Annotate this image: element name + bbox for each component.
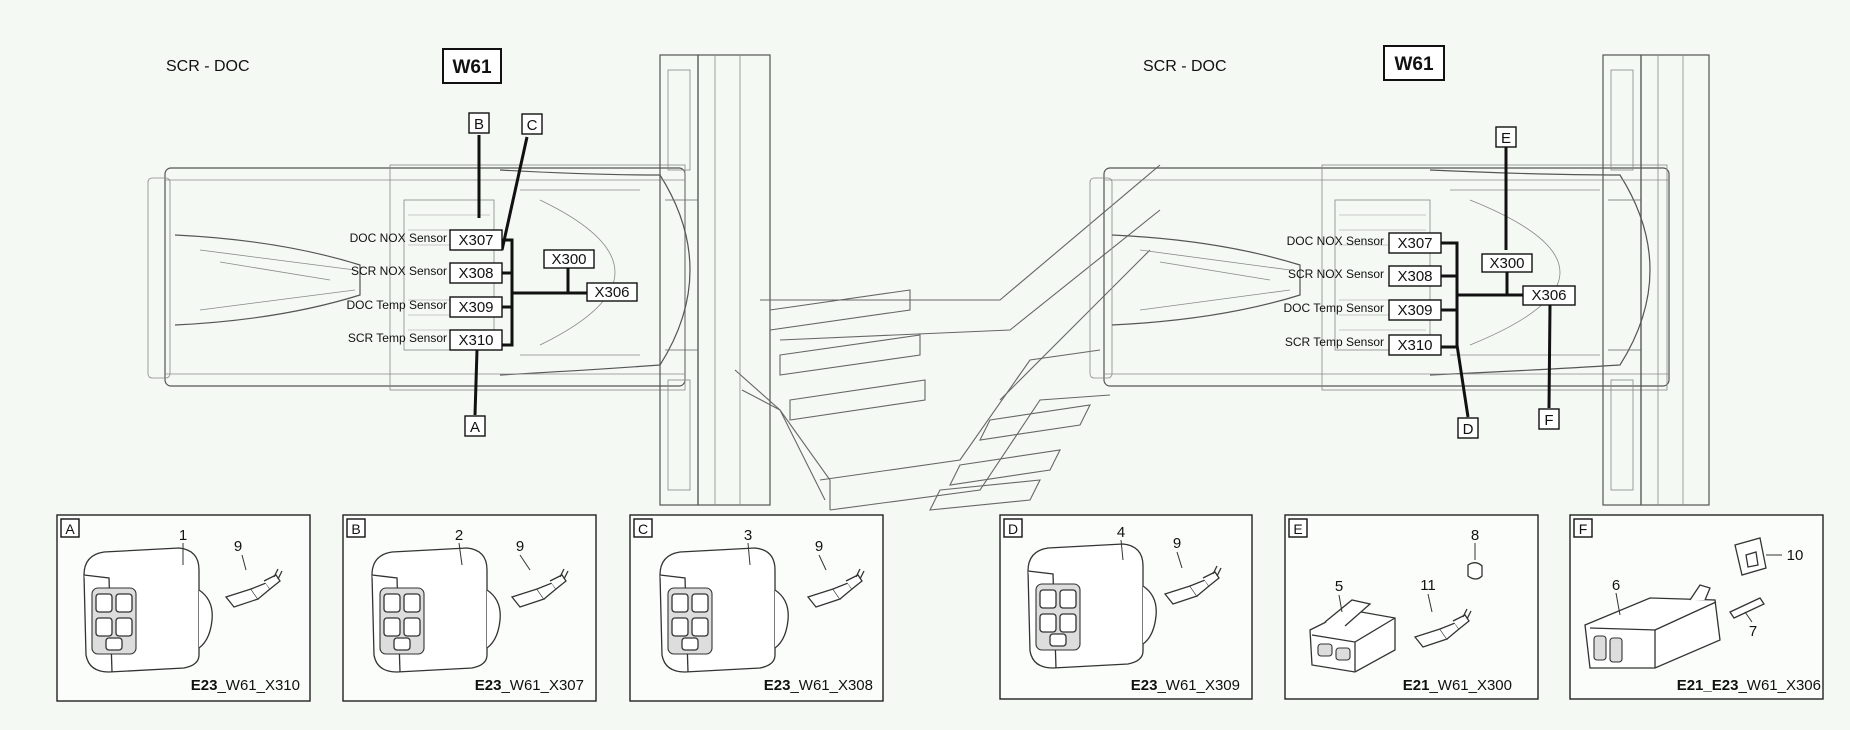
callout-e: E (1495, 126, 1517, 148)
svg-text:F: F (1544, 412, 1553, 429)
svg-text:A: A (65, 521, 75, 537)
sensor-label-scr-nox-right: SCR NOX Sensor (1288, 267, 1384, 281)
svg-text:B: B (474, 116, 484, 133)
detail-box-c: C 3 9 E23_W61_X308 (629, 514, 884, 702)
svg-text:X309: X309 (458, 299, 493, 316)
svg-text:E21_W61_X300: E21_W61_X300 (1403, 677, 1512, 694)
sensor-label-doc-nox-left: DOC NOX Sensor (350, 231, 447, 245)
svg-text:E23_W61_X310: E23_W61_X310 (191, 677, 300, 694)
svg-text:X307: X307 (1397, 235, 1432, 252)
svg-text:3: 3 (744, 527, 752, 544)
detail-box-a: A 1 9 E23_W61_X310 (56, 514, 311, 702)
svg-text:11: 11 (1420, 577, 1436, 594)
junction-x306-left: X306 (586, 282, 638, 302)
svg-text:X309: X309 (1397, 302, 1432, 319)
svg-text:4: 4 (1117, 524, 1125, 541)
svg-text:9: 9 (234, 538, 242, 555)
wiring-harness-left (473, 135, 588, 416)
detail-box-d: D 4 9 E23_W61_X309 (999, 514, 1253, 700)
svg-text:E21_E23_W61_X306: E21_E23_W61_X306 (1677, 677, 1821, 694)
svg-text:X310: X310 (1397, 337, 1432, 354)
sensor-label-doc-nox-right: DOC NOX Sensor (1287, 234, 1384, 248)
detail-box-e: E 5 8 11 E21_W61_X300 (1284, 514, 1539, 700)
svg-text:X310: X310 (458, 332, 493, 349)
panel-title-right: SCR - DOC (1143, 58, 1227, 75)
svg-text:W61: W61 (452, 57, 492, 78)
connector-x307-right: X307 (1388, 232, 1442, 254)
callout-d: D (1457, 417, 1479, 439)
svg-text:X307: X307 (458, 232, 493, 249)
svg-text:D: D (1008, 521, 1018, 537)
connector-x307-left: X307 (449, 229, 503, 251)
svg-text:X308: X308 (1397, 268, 1432, 285)
junction-x300-right: X300 (1481, 253, 1533, 273)
detail-box-f: F 6 10 7 E21_E23_W61_X306 (1569, 514, 1824, 700)
connector-x308-left: X308 (449, 262, 503, 284)
svg-text:E: E (1501, 130, 1511, 147)
sensor-label-scr-nox-left: SCR NOX Sensor (351, 264, 447, 278)
svg-text:W61: W61 (1394, 54, 1434, 75)
svg-text:A: A (470, 419, 480, 436)
junction-x300-left: X300 (543, 249, 595, 269)
svg-text:2: 2 (455, 527, 463, 544)
connector-x310-left: X310 (449, 329, 503, 351)
svg-text:9: 9 (815, 538, 823, 555)
svg-text:F: F (1579, 521, 1588, 537)
callout-b: B (468, 112, 490, 134)
chassis-drawing-right (1089, 54, 1710, 506)
svg-text:8: 8 (1471, 527, 1479, 544)
svg-text:1: 1 (179, 527, 187, 544)
svg-text:X300: X300 (551, 251, 586, 268)
svg-text:9: 9 (516, 538, 524, 555)
svg-text:E23_W61_X308: E23_W61_X308 (764, 677, 873, 694)
svg-text:D: D (1463, 421, 1474, 438)
chassis-drawing-left (147, 54, 771, 506)
svg-text:C: C (527, 117, 538, 134)
connector-x310-right: X310 (1388, 334, 1442, 356)
svg-text:B: B (351, 521, 360, 537)
svg-text:7: 7 (1749, 623, 1757, 640)
svg-text:E: E (1293, 521, 1302, 537)
callout-c: C (521, 113, 543, 135)
svg-text:C: C (638, 521, 648, 537)
svg-text:6: 6 (1612, 577, 1620, 594)
svg-text:X308: X308 (458, 265, 493, 282)
wiring-harness-right (1441, 147, 1552, 418)
svg-text:E23_W61_X307: E23_W61_X307 (475, 677, 584, 694)
panel-title-left: SCR - DOC (166, 58, 250, 75)
sensor-label-scr-temp-right: SCR Temp Sensor (1285, 335, 1384, 349)
svg-text:10: 10 (1787, 547, 1804, 564)
detail-box-b: B 2 9 E23_W61_X307 (342, 514, 597, 702)
callout-f: F (1538, 408, 1560, 430)
connector-x309-right: X309 (1388, 299, 1442, 321)
junction-x306-right: X306 (1522, 285, 1576, 306)
svg-text:X300: X300 (1489, 255, 1524, 272)
harness-label-right: W61 (1383, 45, 1445, 81)
sensor-label-doc-temp-left: DOC Temp Sensor (347, 298, 447, 312)
svg-text:X306: X306 (594, 284, 629, 301)
svg-text:E23_W61_X309: E23_W61_X309 (1131, 677, 1240, 694)
callout-a: A (464, 415, 486, 437)
svg-text:5: 5 (1335, 578, 1343, 595)
sensor-label-scr-temp-left: SCR Temp Sensor (348, 331, 447, 345)
continuation-break-lines (734, 164, 1161, 511)
harness-label-left: W61 (442, 48, 502, 84)
sensor-label-doc-temp-right: DOC Temp Sensor (1284, 301, 1384, 315)
svg-text:X306: X306 (1531, 287, 1566, 304)
connector-x309-left: X309 (449, 296, 503, 318)
connector-x308-right: X308 (1388, 265, 1442, 287)
svg-text:9: 9 (1173, 535, 1181, 552)
